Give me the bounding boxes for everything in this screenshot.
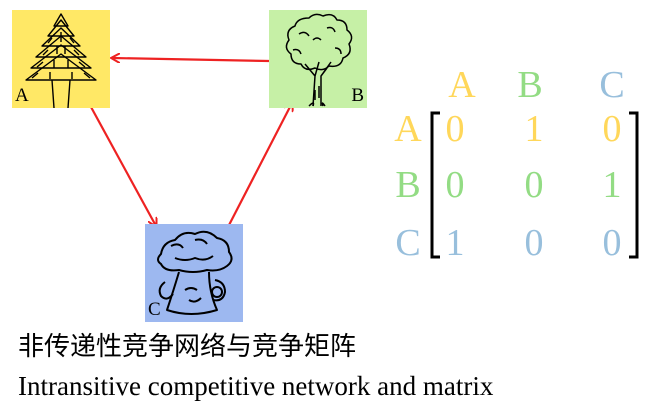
matrix-col-header-c: C: [599, 64, 625, 106]
matrix-cell: 0: [445, 108, 465, 150]
arrow-b-to-a: [112, 58, 270, 61]
arrow-c-to-b: [227, 103, 292, 228]
left-bracket: [430, 111, 440, 259]
matrix-cell: 0: [602, 222, 622, 264]
matrix-row-header-a: A: [394, 108, 422, 150]
arrow-a-to-c: [90, 106, 156, 226]
node-a: A: [12, 10, 110, 108]
matrix-cell: 1: [524, 108, 544, 150]
matrix-col-header-a: A: [448, 64, 476, 106]
matrix-cell: 1: [445, 222, 465, 264]
matrix-cell: 0: [524, 222, 544, 264]
matrix-row-header-c: C: [395, 222, 421, 264]
matrix-row-header-b: B: [395, 164, 421, 206]
node-b: B: [269, 10, 367, 108]
mushroom-icon: [157, 230, 233, 315]
caption-chinese: 非传递性竞争网络与竞争矩阵: [18, 332, 357, 362]
matrix-cell: 1: [602, 164, 622, 206]
matrix-cell: 0: [445, 164, 465, 206]
caption-english: Intransitive competitive network and mat…: [18, 371, 494, 401]
right-bracket: [629, 111, 639, 259]
matrix-cell: 0: [524, 164, 544, 206]
node-label-c: C: [148, 299, 161, 320]
conifer-tree-icon: [25, 13, 97, 108]
matrix-cell: 0: [602, 108, 622, 150]
broadleaf-tree-icon: [285, 13, 353, 107]
node-label-a: A: [15, 85, 29, 106]
matrix-col-header-b: B: [517, 64, 543, 106]
node-c: C: [145, 224, 243, 322]
node-label-b: B: [351, 85, 364, 106]
